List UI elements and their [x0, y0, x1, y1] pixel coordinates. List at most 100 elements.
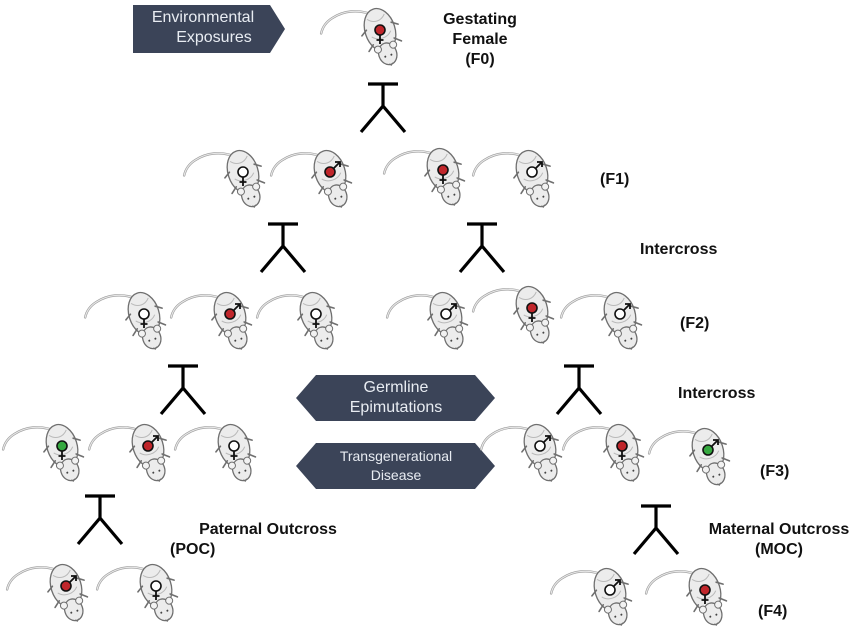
- male-symbol-icon: [142, 435, 159, 452]
- f0-label: Gestating Female (F0): [420, 10, 540, 70]
- rat-icon: [0, 412, 93, 501]
- rat-f1-female: [179, 138, 274, 227]
- rat-icon: [316, 0, 411, 85]
- f0-label-line: (F0): [465, 51, 495, 68]
- cross-symbol: [458, 222, 506, 274]
- marker-white-icon: [440, 308, 452, 320]
- transgenerational-disease-text: Transgenerational Disease: [312, 447, 480, 485]
- male-symbol-icon: [604, 579, 621, 596]
- marker-white-icon: [534, 440, 546, 452]
- rat-f2-female: [252, 280, 347, 369]
- environmental-exposures-arrow: [133, 5, 285, 53]
- f1-label: (F1): [600, 171, 630, 188]
- rat-icon: [80, 280, 175, 369]
- male-symbol-icon: [224, 303, 241, 320]
- marker-red-icon: [699, 584, 711, 596]
- marker-white-icon: [138, 308, 150, 320]
- marker-red-icon: [526, 302, 538, 314]
- rat-icon: [558, 412, 653, 501]
- rat-f2-male: [166, 280, 261, 369]
- female-symbol-icon: [237, 166, 249, 186]
- cross-symbols: [76, 82, 680, 556]
- female-symbol-icon: [526, 302, 538, 322]
- rat-f3-female: [0, 412, 93, 501]
- cross-symbol: [159, 364, 207, 416]
- moc-label: Maternal Outcross (MOC): [694, 520, 864, 560]
- marker-red-icon: [616, 440, 628, 452]
- marker-white-icon: [526, 166, 538, 178]
- f0-label-line: Gestating: [443, 11, 517, 28]
- rat-icon: [556, 280, 651, 369]
- marker-green-icon: [702, 444, 714, 456]
- rat-icon: [84, 412, 179, 501]
- rat-f2-female: [80, 280, 175, 369]
- moc-label-line: Maternal Outcross: [708, 521, 850, 538]
- rat-icon: [166, 280, 261, 369]
- germline-epimutations-text: Germline Epimutations: [316, 378, 476, 418]
- germline-epimutations-arrow: [296, 375, 495, 421]
- female-symbol-icon: [437, 164, 449, 184]
- male-symbol-icon: [614, 303, 631, 320]
- cross-symbol: [259, 222, 307, 274]
- female-symbol-icon: [56, 440, 68, 460]
- rat-group: [0, 0, 739, 644]
- marker-red-icon: [324, 166, 336, 178]
- female-symbol-icon: [310, 308, 322, 328]
- poc-label-line: Paternal Outcross: [199, 521, 337, 538]
- rat-f3-male: [476, 412, 571, 501]
- rat-icon: [170, 412, 265, 501]
- rat-f4-moc-female: [641, 556, 736, 644]
- cross-symbol: [632, 504, 680, 556]
- arrow-text-line: Epimutations: [349, 399, 443, 416]
- rat-icon: [468, 274, 563, 363]
- cross-symbol: [359, 82, 407, 134]
- marker-white-icon: [604, 584, 616, 596]
- rat-f4-moc-male: [546, 556, 641, 644]
- marker-red-icon: [224, 308, 236, 320]
- arrow-text-line: Transgenerational: [339, 448, 453, 464]
- cross-symbol: [555, 364, 603, 416]
- rat-icon: [2, 552, 97, 641]
- poc-label: Paternal Outcross (POC): [168, 520, 368, 560]
- rat-f0-female: [316, 0, 411, 85]
- marker-red-icon: [142, 440, 154, 452]
- female-symbol-icon: [228, 440, 240, 460]
- arrow-text-line: Exposures: [176, 29, 252, 46]
- marker-red-icon: [60, 580, 72, 592]
- arrow-text-line: Environmental: [151, 9, 255, 26]
- rat-icon: [266, 138, 361, 227]
- rat-f3-female: [170, 412, 265, 501]
- f0-label-line: Female: [452, 31, 508, 48]
- rat-f1-female: [379, 136, 474, 225]
- cross-symbol: [76, 494, 124, 546]
- male-symbol-icon: [526, 161, 543, 178]
- rat-f4-poc-male: [2, 552, 97, 641]
- male-symbol-icon: [324, 161, 341, 178]
- rat-f1-male: [266, 138, 361, 227]
- rat-f2-male: [382, 280, 477, 369]
- rat-icon: [468, 138, 563, 227]
- marker-white-icon: [310, 308, 322, 320]
- male-symbol-icon: [440, 303, 457, 320]
- female-symbol-icon: [138, 308, 150, 328]
- f2-label: (F2): [680, 315, 710, 332]
- male-symbol-icon: [534, 435, 551, 452]
- marker-green-icon: [56, 440, 68, 452]
- f3-label: (F3): [760, 463, 790, 480]
- female-symbol-icon: [616, 440, 628, 460]
- marker-white-icon: [237, 166, 249, 178]
- arrow-text-line: Germline: [363, 379, 429, 396]
- marker-white-icon: [228, 440, 240, 452]
- rat-f3-male: [644, 416, 739, 505]
- rat-icon: [644, 416, 739, 505]
- arrow-text-line: Disease: [370, 467, 422, 483]
- rat-f1-male: [468, 138, 563, 227]
- rat-icon: [379, 136, 474, 225]
- rat-f2-female: [468, 274, 563, 363]
- f4-label: (F4): [758, 603, 788, 620]
- intercross-label-2: Intercross: [678, 385, 756, 402]
- poc-label-line: (POC): [170, 541, 216, 558]
- rat-icon: [179, 138, 274, 227]
- rat-icon: [382, 280, 477, 369]
